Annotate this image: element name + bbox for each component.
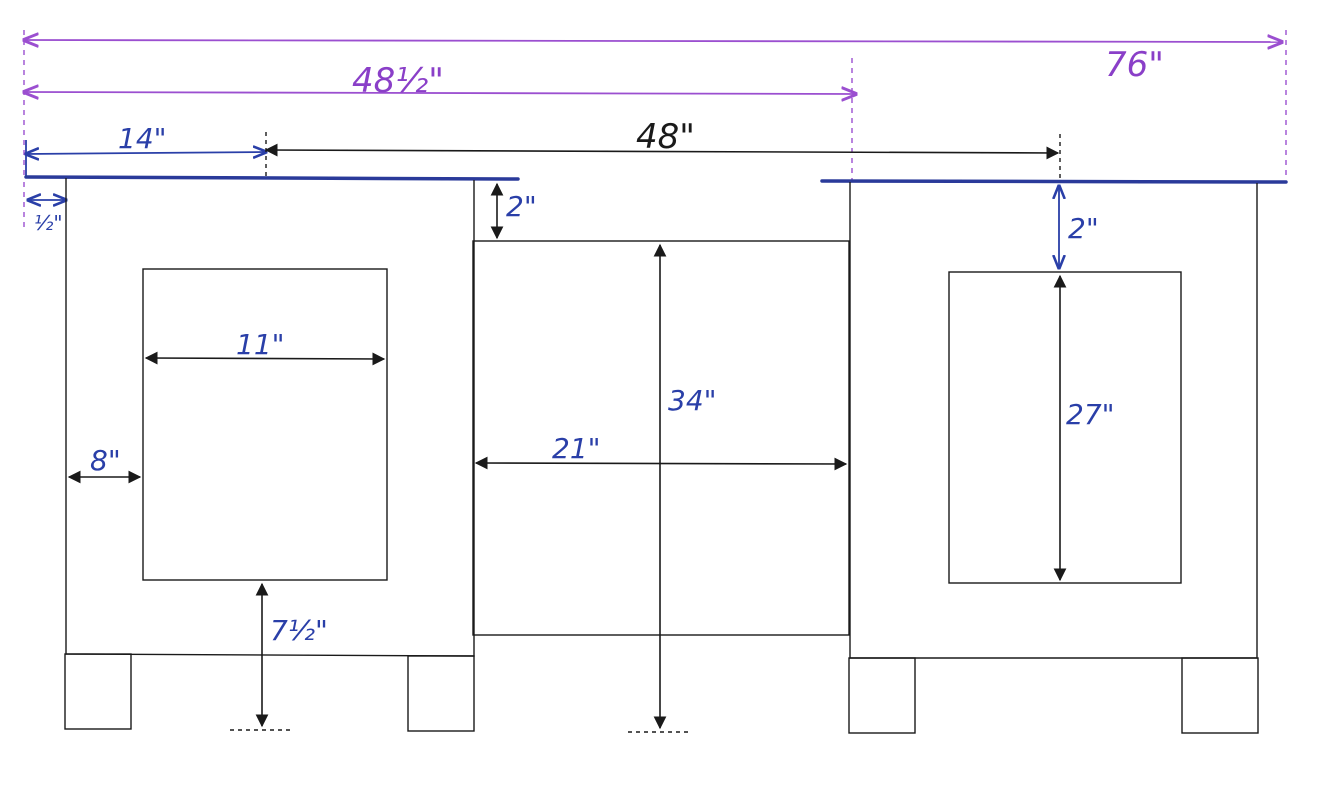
- right-top-gap-dimension: 2": [1059, 186, 1099, 268]
- overall-width-label: 76": [1105, 45, 1164, 85]
- center-spacing-label: 48": [636, 117, 695, 157]
- overhang-label: ½": [34, 211, 63, 235]
- overhang-dimension: ½": [23, 182, 66, 235]
- center-height-label: 34": [668, 384, 717, 417]
- cabinet-offset-label: 14": [118, 122, 167, 155]
- left-cabinet-panel: [142, 268, 388, 581]
- left-top-gap-dimension: 2": [490, 182, 537, 240]
- left-to-center-label: 48½": [352, 61, 444, 101]
- left-cabinet-foot-right: [407, 655, 475, 732]
- right-cabinet: [848, 182, 1259, 734]
- left-cabinet: [64, 178, 475, 732]
- left-top-gap-label: 2": [506, 190, 537, 223]
- left-to-center-dimension: 48½": [24, 58, 856, 182]
- center-width-dimension: 21": [474, 432, 848, 471]
- left-margin-dimension: 8": [67, 444, 142, 484]
- toe-kick-label: 7½": [270, 614, 328, 647]
- right-countertop-line: [820, 179, 1288, 184]
- right-panel-height-label: 27": [1066, 398, 1115, 431]
- right-cabinet-foot-right: [1181, 657, 1259, 734]
- center-cabinet: [472, 240, 850, 636]
- left-panel-width-dimension: 11": [144, 328, 386, 366]
- overall-width-dimension: 76": [24, 30, 1287, 180]
- right-cabinet-foot-left: [848, 657, 916, 734]
- left-margin-label: 8": [90, 444, 121, 477]
- right-top-gap-label: 2": [1068, 212, 1099, 245]
- left-cabinet-foot-left: [64, 653, 132, 730]
- left-countertop-line: [24, 175, 520, 181]
- left-panel-width-label: 11": [236, 328, 285, 361]
- toe-kick-dimension: 7½": [230, 582, 328, 731]
- center-width-label: 21": [552, 432, 601, 465]
- center-spacing-dimension: 48": [264, 117, 1061, 180]
- center-height-dimension: 34": [628, 243, 717, 733]
- right-panel-height-dimension: 27": [1053, 274, 1115, 582]
- right-cabinet-panel: [948, 271, 1182, 584]
- cabinet-offset-dimension: 14": [26, 122, 266, 176]
